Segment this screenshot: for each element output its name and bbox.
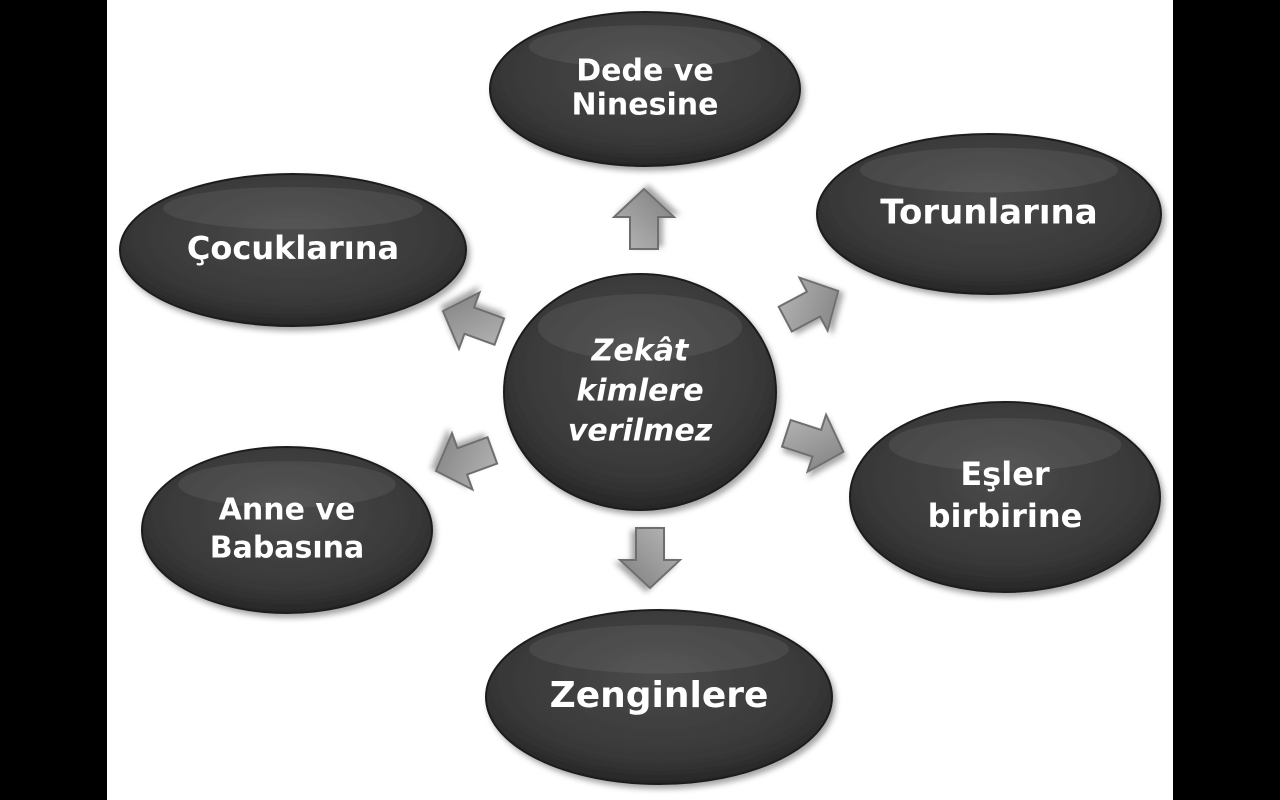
center-label-line: Zekât	[591, 334, 690, 369]
node-label-line: Dede ve	[576, 54, 713, 89]
node-ellipse	[489, 11, 801, 167]
arrow-shape	[777, 275, 840, 334]
arrow-shape	[434, 430, 499, 492]
node-label-line: birbirine	[928, 497, 1083, 535]
node-ellipse	[849, 401, 1161, 593]
node-bottom: Zenginlere	[485, 609, 833, 785]
arrow-to-lower-right	[780, 411, 845, 474]
node-highlight	[528, 25, 762, 69]
node-label-line: Ninesine	[572, 88, 719, 123]
node-highlight	[538, 294, 742, 361]
center-label-line: kimlere	[576, 374, 703, 409]
node-highlight	[178, 461, 396, 508]
node-lower-right: Eşler birbirine	[849, 401, 1161, 593]
node-ellipse	[119, 173, 467, 327]
node-upper-right: Torunlarına	[816, 133, 1162, 295]
node-upper-left: Çocuklarına	[119, 173, 467, 327]
node-highlight	[888, 418, 1122, 472]
node-ellipse	[141, 446, 433, 614]
node-label-line: Anne ve	[219, 493, 356, 528]
arrow-shape	[441, 290, 506, 352]
node-label-line: Torunlarına	[880, 193, 1097, 233]
node-highlight	[529, 624, 789, 674]
arrows-layer	[434, 187, 845, 590]
arrow-shape	[780, 411, 845, 474]
node-label-line: Çocuklarına	[187, 229, 399, 267]
center-ellipse	[503, 273, 777, 511]
node-label-line: Babasına	[210, 531, 365, 566]
node-label-line: Zenginlere	[550, 675, 769, 716]
node-highlight	[163, 186, 423, 230]
node-label-line: Eşler	[960, 455, 1050, 493]
center-label-line: verilmez	[568, 414, 713, 449]
arrow-to-upper-left	[441, 290, 506, 352]
arrow-to-upper-right	[777, 275, 840, 334]
arrow-shape	[617, 527, 683, 590]
arrow-shape	[611, 187, 677, 250]
node-highlight	[860, 147, 1118, 193]
node-ellipse	[485, 609, 833, 785]
arrow-to-lower-left	[434, 430, 499, 492]
arrow-to-bottom	[617, 527, 683, 590]
node-ellipse	[816, 133, 1162, 295]
arrow-to-top	[611, 187, 677, 250]
center-node: Zekât kimlere verilmez	[503, 273, 777, 511]
